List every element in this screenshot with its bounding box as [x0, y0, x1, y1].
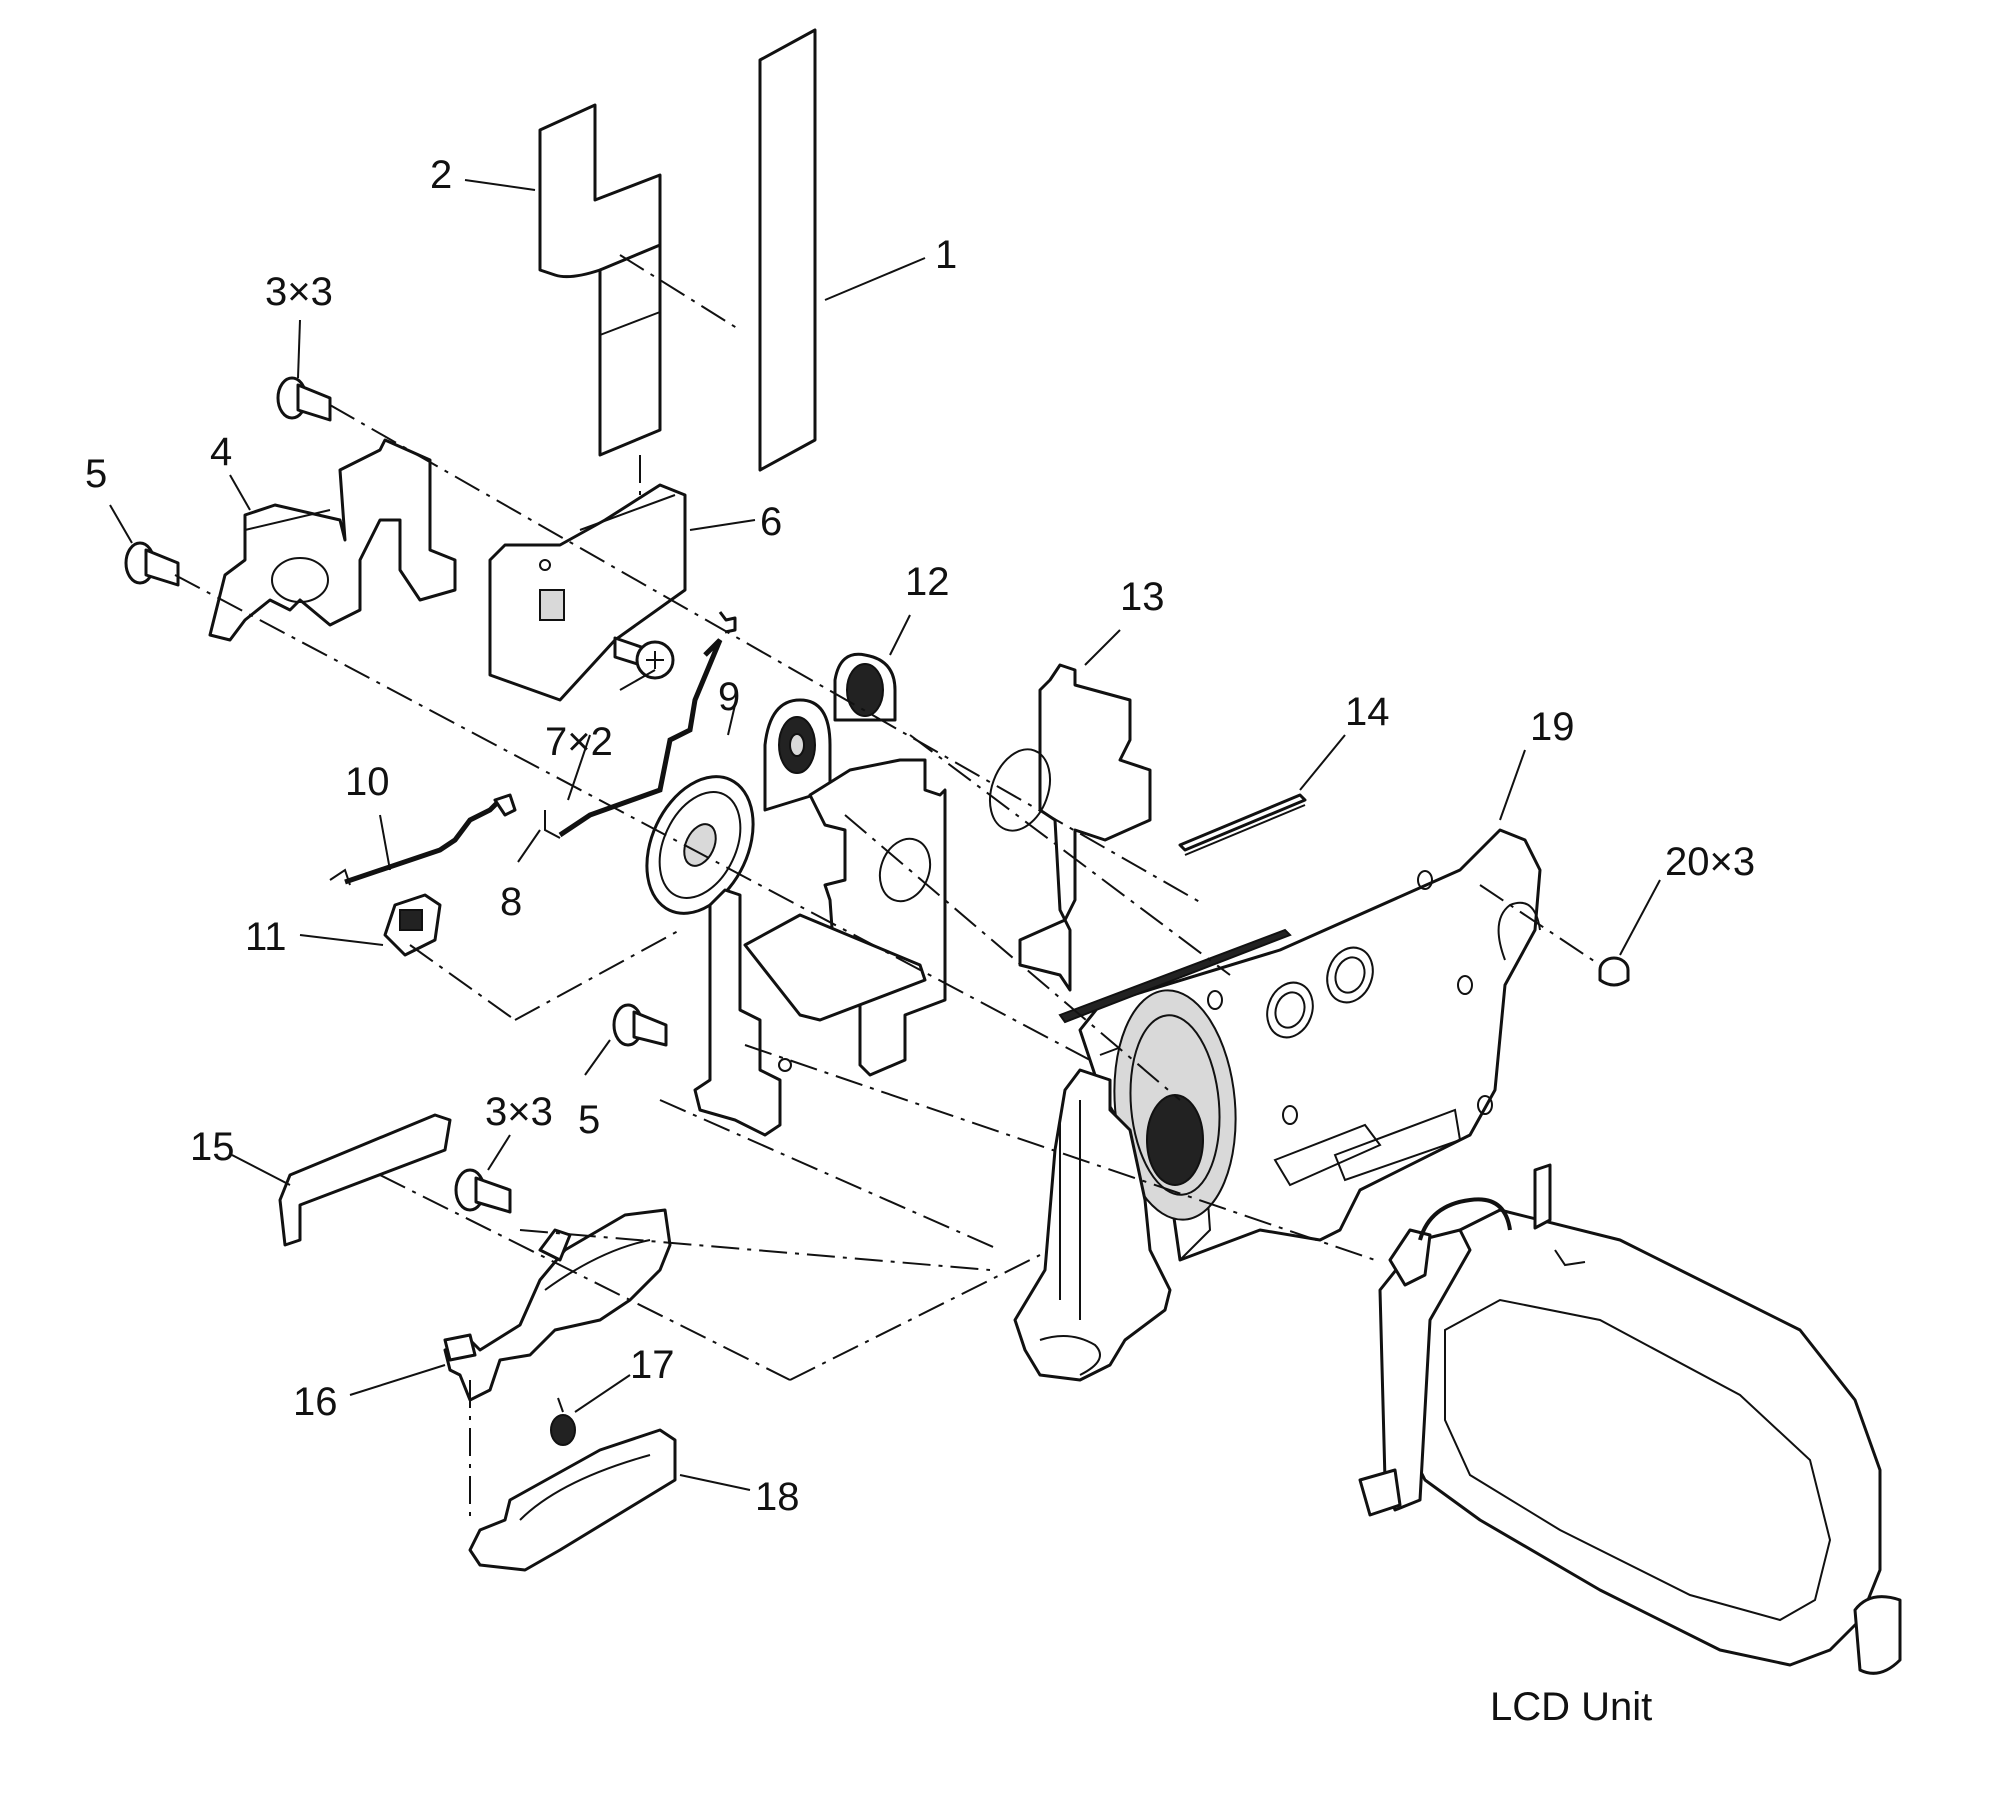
callout-12: 12: [905, 560, 950, 604]
part-2-flex-cable: [538, 103, 662, 457]
part-7-screw: [613, 636, 675, 680]
chassis-inner-frame: [808, 758, 947, 1077]
part-10-wire: [329, 793, 517, 886]
callout-11: 11: [245, 915, 287, 959]
callout-1: 1: [935, 233, 957, 277]
part-20-cap: [1598, 956, 1630, 987]
part-18-cover: [468, 1428, 677, 1572]
lcd-unit-caption: LCD Unit: [1490, 1685, 1652, 1729]
part-6-circuit-plate: [488, 483, 687, 702]
part-3-screw-bottom: [454, 1168, 512, 1214]
callout-4: 4: [210, 430, 232, 474]
callout-15: 15: [190, 1125, 235, 1169]
part-15-label: [278, 1113, 452, 1247]
callout-6: 6: [760, 500, 782, 544]
part-3-screw-top: [276, 376, 332, 422]
callout-2: 2: [430, 153, 452, 197]
part-4-bracket: [208, 438, 457, 642]
speaker-grille: [1113, 989, 1237, 1221]
callout-8: 8: [500, 880, 522, 924]
callout-3-bottom: 3×3: [485, 1090, 553, 1134]
callout-19: 19: [1530, 705, 1575, 749]
callout-7: 7×2: [545, 720, 613, 764]
lcd-unit: [1358, 1163, 1902, 1675]
part-11-connector: [383, 893, 442, 957]
front-frame: [1013, 1068, 1172, 1382]
alignment-lines: [174, 254, 1601, 1520]
callout-labels: 1 2 3×3 4 5 6 7×2 8 9 10 11 12 13 14 15 …: [85, 153, 1755, 1729]
part-14-strip: [1178, 793, 1307, 856]
part-17-spring: [550, 1397, 576, 1446]
callout-16: 16: [293, 1380, 338, 1424]
side-plate-bracket: [693, 888, 927, 1137]
part-12-speaker-pair: [763, 652, 897, 812]
part-5-screw-middle: [612, 1003, 668, 1047]
part-8-wire-harness: [544, 611, 737, 839]
leader-lines: [109, 179, 1661, 1491]
part-5-screw-left: [124, 541, 180, 587]
callout-5-left: 5: [85, 452, 107, 496]
callout-9: 9: [718, 675, 740, 719]
callout-10: 10: [345, 760, 390, 804]
part-1-flex-cable: [758, 28, 817, 472]
callout-18: 18: [755, 1475, 800, 1519]
callout-20: 20×3: [1665, 840, 1755, 884]
callout-5-middle: 5: [578, 1098, 600, 1142]
callout-17: 17: [630, 1343, 675, 1387]
part-13-bracket-plate: [989, 663, 1152, 992]
callout-13: 13: [1120, 575, 1165, 619]
part-16-latch-lever: [443, 1208, 672, 1402]
part-9-speaker: [645, 775, 755, 915]
callout-14: 14: [1345, 690, 1390, 734]
callout-3-top: 3×3: [265, 270, 333, 314]
